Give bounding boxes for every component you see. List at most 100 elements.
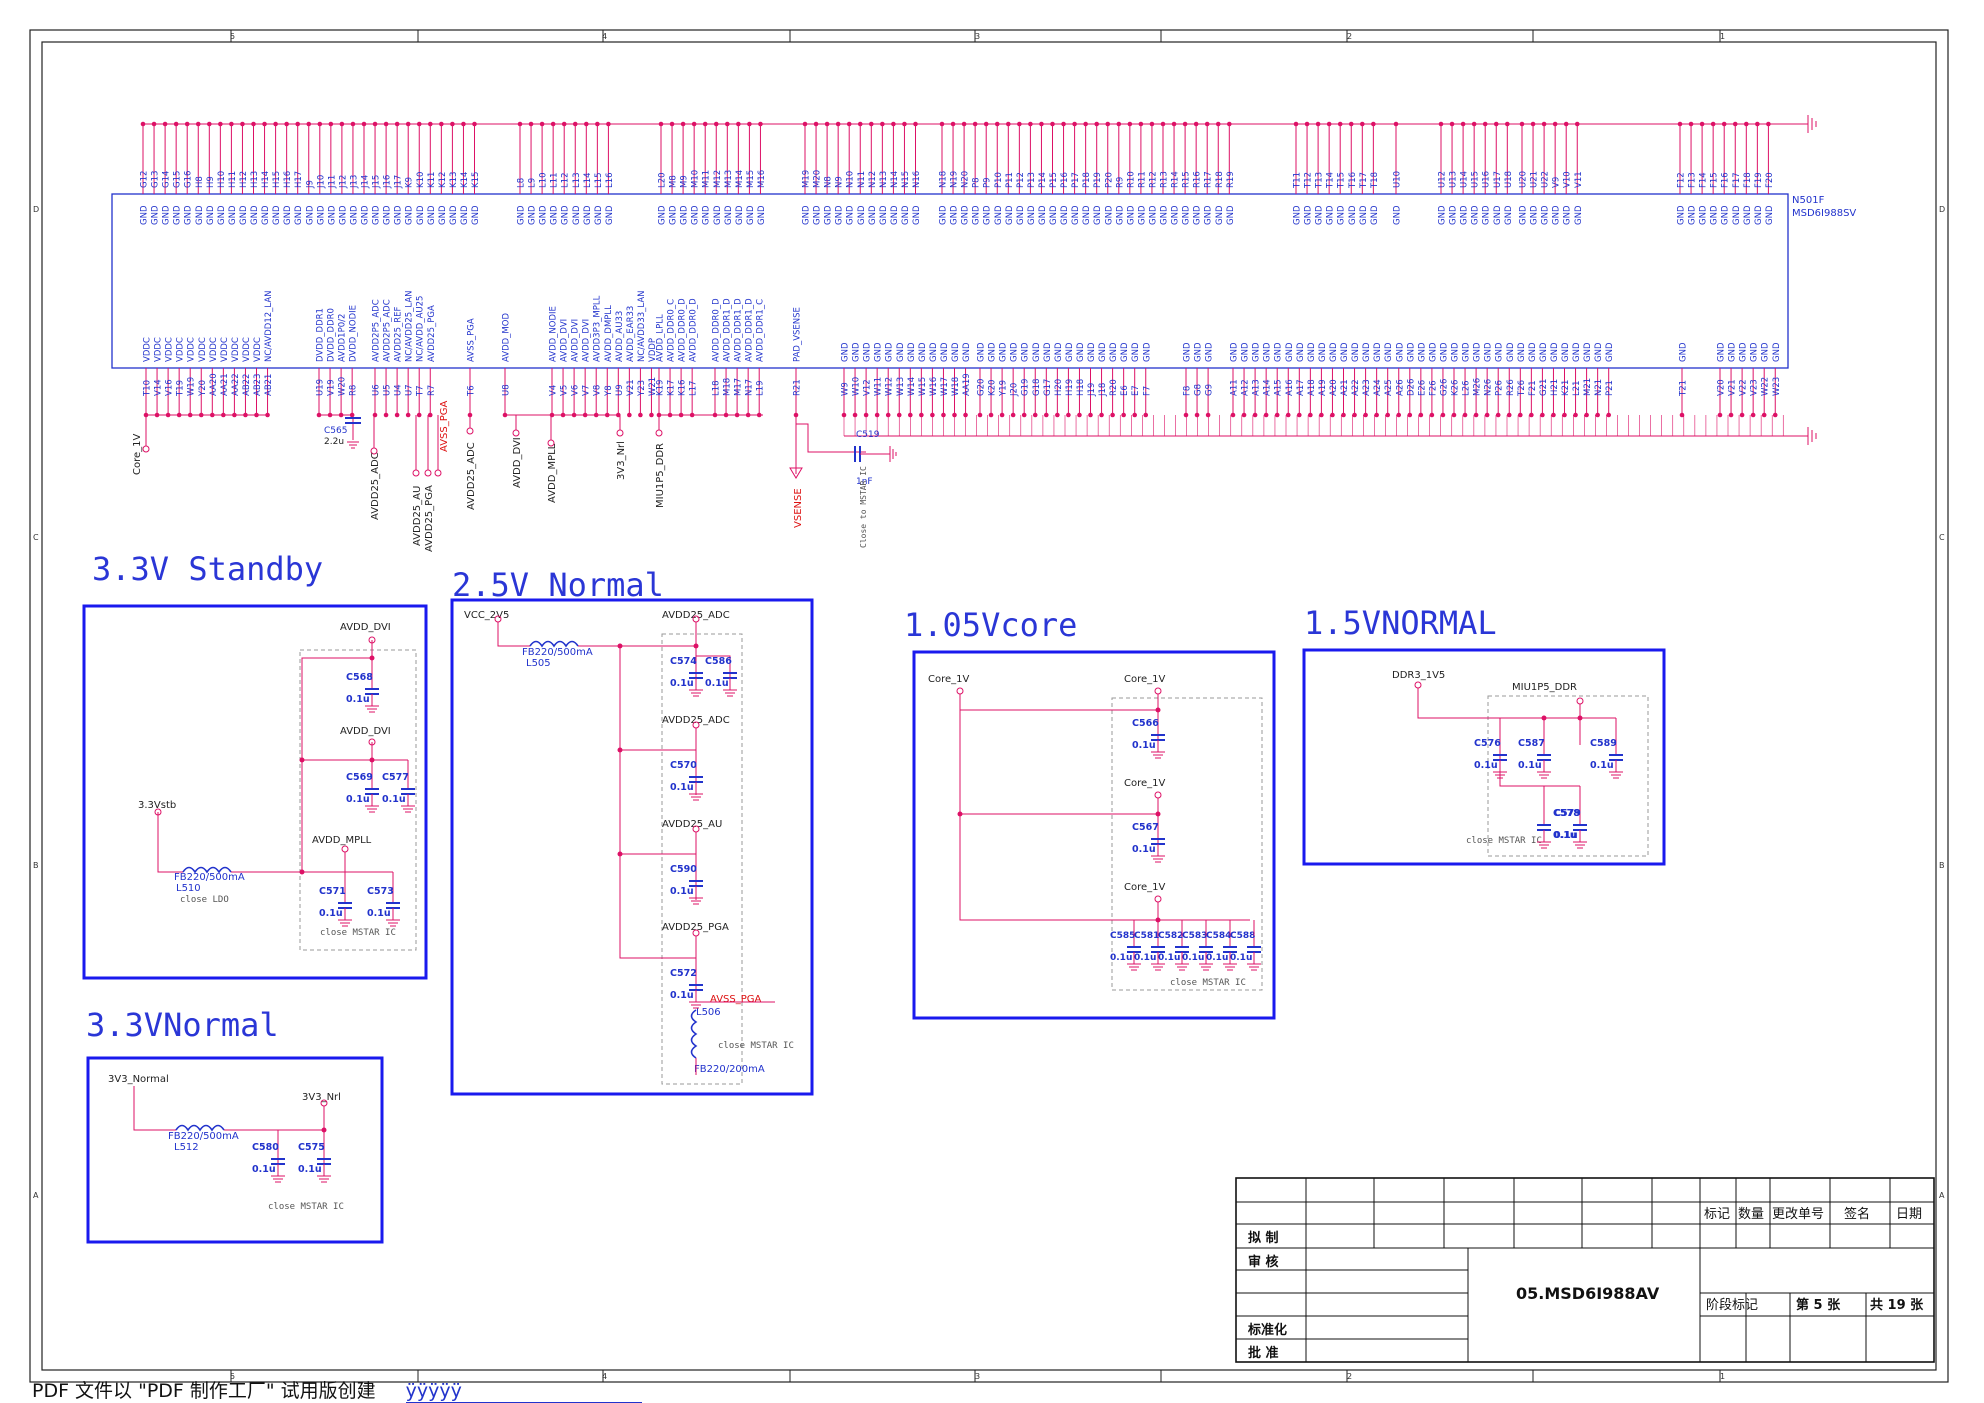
net-label: MIU1P5_DDR	[1512, 682, 1577, 693]
pin-number: P21	[1605, 380, 1615, 396]
cap-ref: C585	[1110, 931, 1135, 941]
pin-name: GND	[294, 205, 304, 225]
cap-ref: C583	[1182, 931, 1207, 941]
pin-number: V6	[571, 385, 581, 396]
pin-number: H14	[261, 171, 271, 188]
pin-number: G12	[140, 171, 150, 188]
pin-name: GND	[658, 205, 668, 225]
pin-number: R13	[1160, 171, 1170, 188]
pin-junction	[1352, 412, 1357, 418]
pin-number: H15	[272, 171, 282, 188]
cap-ref: C586	[705, 656, 732, 667]
pin-name: GND	[528, 205, 538, 225]
net-label-avss-pga: AVSS_PGA	[439, 400, 450, 452]
pin-number: M16	[757, 170, 767, 188]
pin-junction	[1032, 412, 1038, 418]
pin-number: W18	[951, 377, 961, 396]
pin-name: GND	[1076, 342, 1086, 362]
pin-number: K12	[438, 172, 448, 188]
pin-name: GND	[1215, 205, 1225, 225]
cap-value-c565: 2.2u	[324, 437, 344, 447]
pin-number: J15	[372, 175, 382, 189]
note-close-ic: close MSTAR IC	[1170, 978, 1246, 988]
pin-name: GND	[605, 205, 615, 225]
cap-ref: C568	[346, 672, 373, 683]
pin-name: GND	[1194, 342, 1204, 362]
net-label: AVDD_DVI	[340, 622, 391, 633]
cap-value: 0.1u	[1474, 760, 1498, 771]
pin-junction	[372, 412, 378, 418]
pin-number: U4	[394, 384, 404, 396]
pin-number: W12	[885, 377, 895, 396]
pin-number: N26	[1484, 379, 1494, 396]
pin-name: GND	[1552, 205, 1562, 225]
net-label: Core_1V	[1124, 674, 1166, 685]
pin-name: GND	[918, 342, 928, 362]
pin-number: H12	[239, 171, 249, 188]
pin-number: M13	[724, 170, 734, 188]
pin-junction	[1252, 412, 1258, 418]
cap-value: 0.1u	[298, 1164, 322, 1175]
pin-name: GND	[416, 205, 426, 225]
pin-number: P14	[1038, 172, 1048, 188]
cap-value: 0.1u	[252, 1164, 276, 1175]
pin-number: G15	[173, 171, 183, 188]
pin-junction	[394, 412, 400, 418]
pin-number: P26	[1495, 380, 1505, 396]
pin-number: T10	[143, 380, 153, 397]
pin-number: V21	[1728, 379, 1738, 396]
pin-number: Y20	[198, 380, 208, 397]
top-pin-group-2: L20GNDM8GNDM9GNDM10GNDM11GNDM12GNDM13GND…	[658, 121, 767, 225]
pin-number: R15	[1182, 171, 1192, 188]
pin-junction	[383, 412, 389, 418]
pin-name: GND	[1274, 342, 1284, 362]
pin-name: AVDD_DMPLL	[604, 305, 614, 362]
cap-ref: C577	[382, 772, 409, 783]
section-title-1v05-core: 1.05Vcore	[904, 606, 1077, 644]
pin-junction	[1121, 412, 1126, 418]
pin-name: AVDD_AU33	[615, 311, 625, 362]
pin-name: GND	[1304, 205, 1314, 225]
pin-number: V21	[626, 379, 636, 396]
pin-name: GND	[195, 205, 205, 225]
cap-value: 0.1u	[346, 694, 370, 705]
pin-number: A19	[1318, 379, 1328, 396]
cap-ref: C588	[1230, 931, 1255, 941]
pin-junction	[1595, 412, 1600, 418]
pin-name: GND	[550, 205, 560, 225]
pin-number: K16	[678, 380, 688, 396]
pin-name: GND	[1315, 205, 1325, 225]
pin-number: J12	[338, 175, 348, 189]
zone-number: 2	[1347, 1372, 1352, 1381]
ic-n501f: N501F MSD6I988SV G12GNDG13GNDG14GNDG15GN…	[111, 115, 1856, 552]
pin-name: AVDD25_PGA	[427, 305, 437, 362]
pin-junction	[1396, 412, 1402, 418]
pin-number: M20	[813, 170, 823, 188]
pin-number: AB22	[242, 374, 252, 396]
pin-name: VDDC	[165, 337, 175, 362]
pin-junction	[1772, 412, 1778, 418]
pin-number: P8	[972, 177, 982, 188]
pin-number: T16	[1348, 172, 1358, 189]
pin-junction	[1407, 412, 1413, 418]
pin-number: N17	[745, 379, 755, 396]
pin-number: G18	[1032, 379, 1042, 396]
zone-letter: D	[33, 205, 39, 214]
pin-name: GND	[1743, 205, 1753, 225]
pin-name: GND	[950, 205, 960, 225]
cap-ref: C578	[1553, 808, 1580, 819]
pin-number: T7	[416, 385, 426, 397]
cap-value: 0.1u	[670, 886, 694, 897]
pin-number: N15	[901, 171, 911, 188]
net-label-avss-pga: AVSS_PGA	[710, 994, 762, 1005]
pin-name: GND	[1772, 342, 1782, 362]
close-ic-region	[1487, 695, 1649, 857]
pin-name: DVDD_NODIE	[349, 305, 359, 362]
pin-junction	[1728, 412, 1734, 418]
pin-number: U5	[383, 384, 393, 396]
